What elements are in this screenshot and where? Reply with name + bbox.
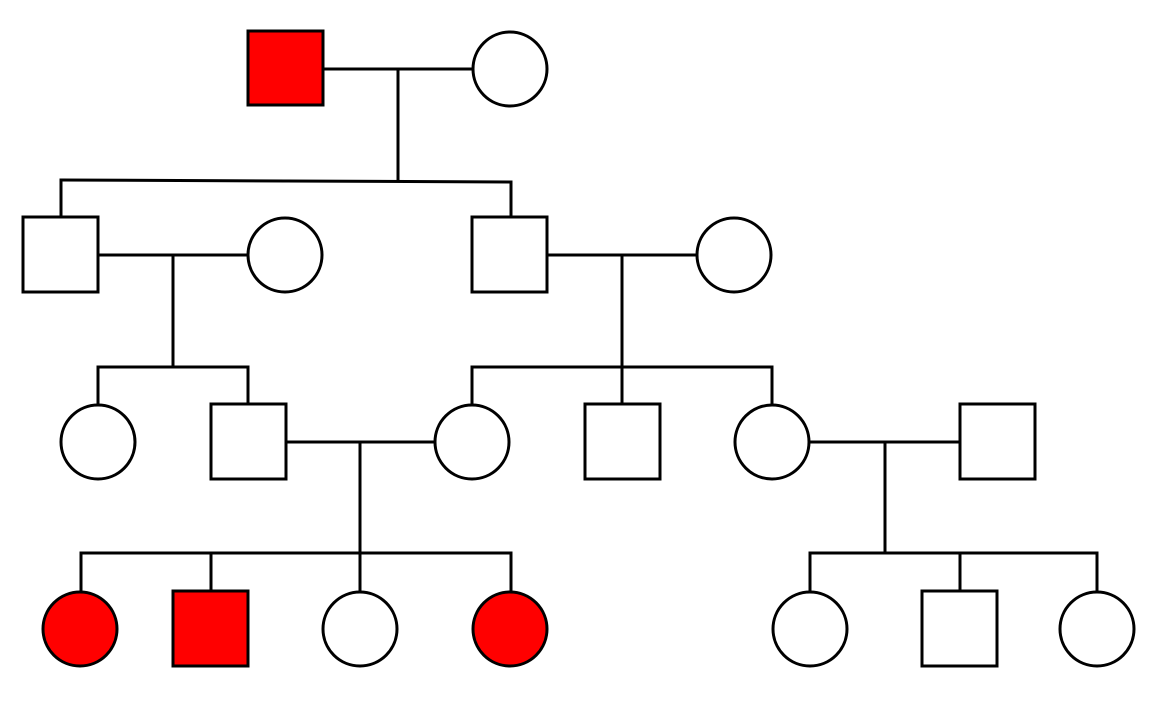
female-symbol: [771, 590, 849, 668]
female-symbol: [733, 403, 811, 481]
female-symbol: [246, 216, 324, 294]
male-symbol: [171, 589, 250, 668]
female-symbol: [1058, 590, 1136, 668]
female-symbol: [41, 590, 119, 668]
male-symbol: [246, 29, 325, 107]
male-symbol: [209, 402, 288, 481]
male-symbol: [470, 215, 549, 294]
female-symbol: [321, 590, 399, 668]
male-symbol: [21, 215, 100, 294]
male-symbol: [920, 589, 999, 668]
female-symbol: [471, 30, 549, 108]
female-symbol: [471, 590, 549, 668]
male-symbol: [958, 402, 1037, 481]
male-symbol: [583, 402, 662, 481]
female-symbol: [59, 403, 137, 481]
sibship-line: [59, 178, 513, 184]
female-symbol: [695, 216, 773, 294]
female-symbol: [433, 403, 511, 481]
